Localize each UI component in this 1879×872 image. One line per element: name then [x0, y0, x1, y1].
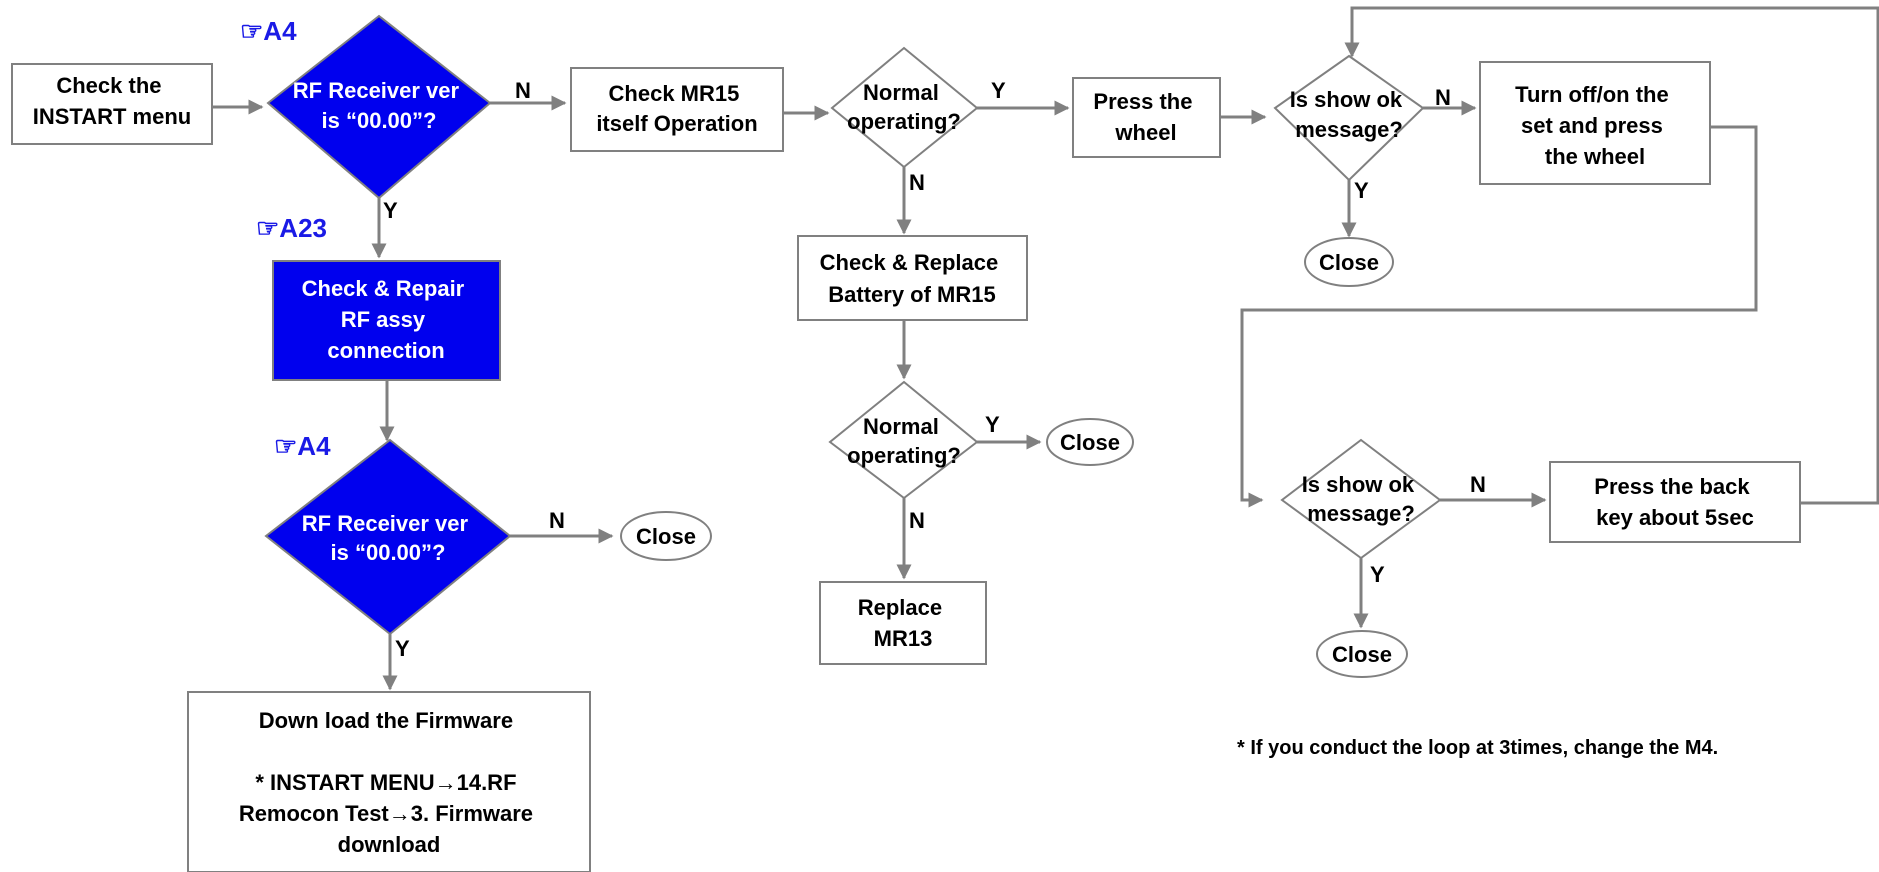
node-text: Close — [1060, 430, 1120, 455]
node-check-battery: Check & Replace Battery of MR15 — [797, 235, 1028, 321]
ref-a4-top: ☞A4 — [240, 16, 297, 46]
connectors — [212, 6, 1879, 691]
edge-back-loop — [1344, 6, 1879, 505]
ref-a23: ☞A23 — [256, 213, 327, 243]
label-showok1-yes: Y — [1354, 178, 1369, 203]
node-text: Normal operating? — [847, 80, 961, 134]
terminal-close-3: Close — [620, 511, 712, 561]
decision-rf-receiver-1: RF Receiver ver is “00.00”? — [266, 14, 492, 200]
node-text: Down load the Firmware * INSTART MENU→14… — [239, 708, 539, 857]
node-text: Close — [1332, 642, 1392, 667]
node-text: Is show ok message? — [1302, 472, 1421, 526]
node-check-mr15: Check MR15 itself Operation — [570, 67, 784, 152]
label-normal2-no: N — [909, 508, 925, 533]
node-text: Check & Repair RF assy connection — [302, 276, 471, 363]
decision-show-ok-1: Is show ok message? — [1273, 54, 1425, 182]
node-text: Close — [1319, 250, 1379, 275]
node-text: Is show ok message? — [1290, 87, 1409, 142]
decision-rf-receiver-2: RF Receiver ver is “00.00”? — [264, 438, 512, 636]
node-text: Press the back key about 5sec — [1594, 474, 1755, 530]
node-text: Normal operating? — [847, 414, 961, 468]
node-text: Press the wheel — [1093, 89, 1198, 145]
label-showok2-yes: Y — [1370, 562, 1385, 587]
decision-normal-operating-1: Normal operating? — [830, 46, 979, 169]
edge-turnoff-to-showok2 — [1240, 125, 1758, 508]
label-normal2-yes: Y — [985, 412, 1000, 437]
label-rf1-no: N — [515, 78, 531, 103]
node-text: RF Receiver ver is “00.00”? — [302, 511, 474, 565]
node-press-wheel: Press the wheel — [1072, 77, 1221, 158]
terminal-close-1: Close — [1304, 237, 1394, 287]
decision-normal-operating-2: Normal operating? — [828, 380, 979, 500]
label-rf2-yes: Y — [395, 636, 410, 661]
terminal-close-4: Close — [1316, 630, 1408, 678]
node-replace-mr13: Replace MR13 — [819, 581, 987, 665]
edge-labels: N Y Y N N Y Y N N Y N Y — [383, 78, 1486, 661]
decision-show-ok-2: Is show ok message? — [1280, 438, 1442, 560]
node-text: Check & Replace Battery of MR15 — [820, 250, 1005, 307]
node-check-instart: Check the INSTART menu — [11, 63, 213, 145]
node-check-repair-rf: Check & Repair RF assy connection — [272, 260, 501, 381]
ref-a4-bottom: ☞A4 — [274, 431, 331, 461]
node-turn-off-on: Turn off/on the set and press the wheel — [1479, 61, 1711, 185]
label-normal1-yes: Y — [991, 78, 1006, 103]
node-text: Replace MR13 — [858, 595, 949, 651]
label-rf2-no: N — [549, 508, 565, 533]
label-rf1-yes: Y — [383, 198, 398, 223]
terminal-close-2: Close — [1046, 418, 1134, 466]
footnote: * If you conduct the loop at 3times, cha… — [1237, 737, 1718, 759]
node-text: Check the INSTART menu — [33, 73, 191, 129]
node-text: Close — [636, 524, 696, 549]
node-download-firmware: Down load the Firmware * INSTART MENU→14… — [187, 691, 591, 872]
label-showok2-no: N — [1470, 472, 1486, 497]
node-text: Check MR15 itself Operation — [596, 81, 757, 136]
label-showok1-no: N — [1435, 85, 1451, 110]
node-press-back: Press the back key about 5sec — [1549, 461, 1801, 543]
node-text: Turn off/on the set and press the wheel — [1515, 82, 1675, 169]
node-text: RF Receiver ver is “00.00”? — [293, 78, 465, 133]
label-normal1-no: N — [909, 170, 925, 195]
